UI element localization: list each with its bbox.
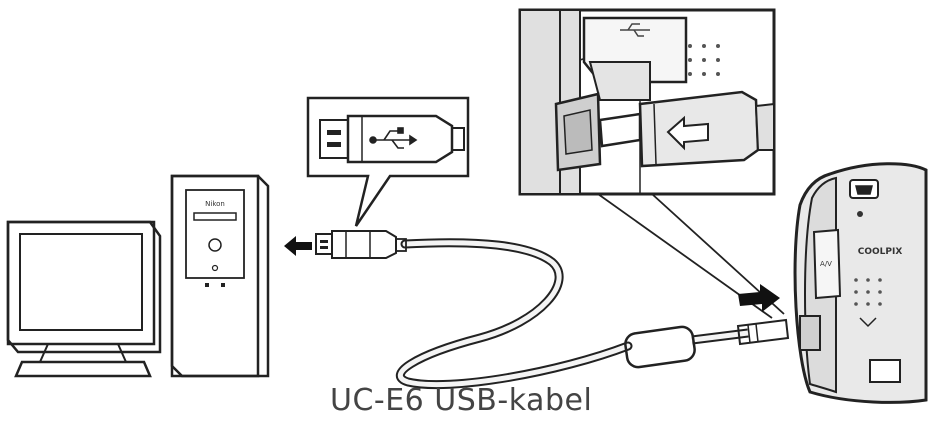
arrow-left-icon — [284, 236, 312, 256]
ferrite-core — [624, 325, 696, 369]
power-button — [208, 238, 222, 252]
usb-plug-callout — [306, 96, 470, 227]
camera-brand-label: COOLPIX — [858, 247, 903, 257]
camera-port-callout — [518, 8, 776, 196]
tower-brand-label: Nikon — [205, 200, 225, 208]
computer-tower: Nikon — [170, 174, 270, 378]
insert-arrow-icon — [666, 115, 709, 151]
arrow-right-icon — [738, 284, 780, 312]
cable-caption: UC-E6 USB-kabel — [330, 383, 593, 418]
usb-cable — [395, 238, 790, 390]
camera: COOLPIX A/V — [793, 162, 928, 404]
usb-plug — [315, 230, 407, 259]
camera-connector-label: A/V — [820, 260, 832, 268]
monitor — [6, 220, 162, 378]
usb-icon — [369, 127, 418, 149]
